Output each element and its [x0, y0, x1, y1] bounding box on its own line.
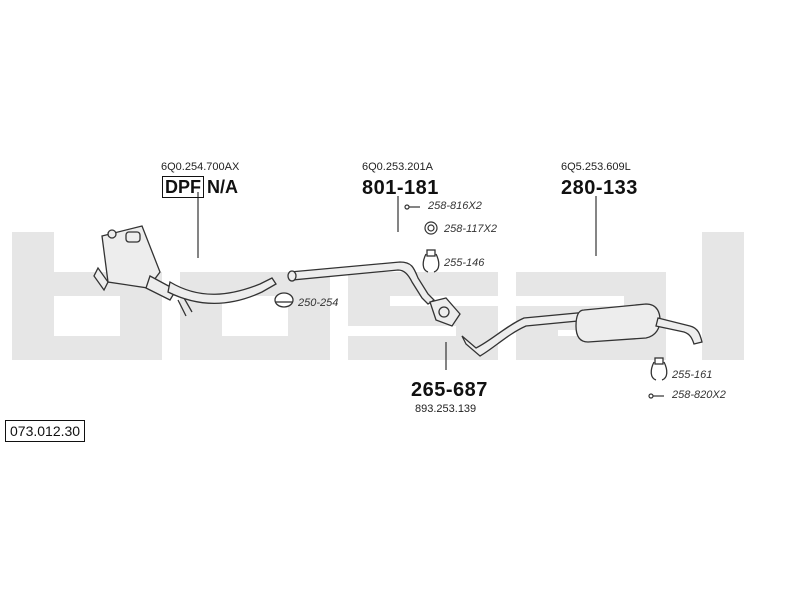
- rubber-mount-icon-2: [650, 357, 668, 381]
- leader-lines: [197, 192, 597, 370]
- accessory-label-3[interactable]: 255-146: [444, 257, 485, 269]
- clamp-oem-number: 893.253.139: [415, 403, 477, 415]
- rear-silencer-oem-number: 6Q5.253.609L: [561, 161, 631, 173]
- dpf-na-label: N/A: [207, 176, 238, 197]
- gasket-ring-icon: [424, 221, 438, 235]
- front-pipe-oem-number: 6Q0.253.201A: [362, 161, 433, 173]
- clamp-ring-icon: [274, 292, 294, 308]
- dpf-tag: DPF: [162, 176, 204, 198]
- front-pipe: [287, 261, 436, 305]
- dpf-tag-group: DPF N/A: [162, 176, 238, 198]
- diagram-reference-number: 073.012.30: [5, 420, 86, 442]
- accessory-label-2[interactable]: 258-117X2: [444, 223, 498, 235]
- clamp-part: [429, 297, 461, 327]
- rear-silencer: [461, 303, 703, 357]
- bolt-icon-1: [404, 204, 420, 210]
- front-pipe-part-number[interactable]: 801-181: [362, 177, 439, 199]
- accessory-label-4[interactable]: 250-254: [298, 297, 339, 309]
- rubber-mount-icon-1: [422, 249, 440, 273]
- accessory-label-5[interactable]: 255-161: [672, 369, 713, 381]
- bolt-icon-2: [648, 393, 664, 399]
- dpf-unit: [93, 225, 277, 317]
- accessory-label-1[interactable]: 258-816X2: [428, 200, 482, 212]
- rear-silencer-part-number[interactable]: 280-133: [561, 177, 638, 199]
- clamp-part-number[interactable]: 265-687: [411, 379, 488, 401]
- dpf-oem-number: 6Q0.254.700AX: [161, 161, 240, 173]
- accessory-label-6[interactable]: 258-820X2: [672, 389, 726, 401]
